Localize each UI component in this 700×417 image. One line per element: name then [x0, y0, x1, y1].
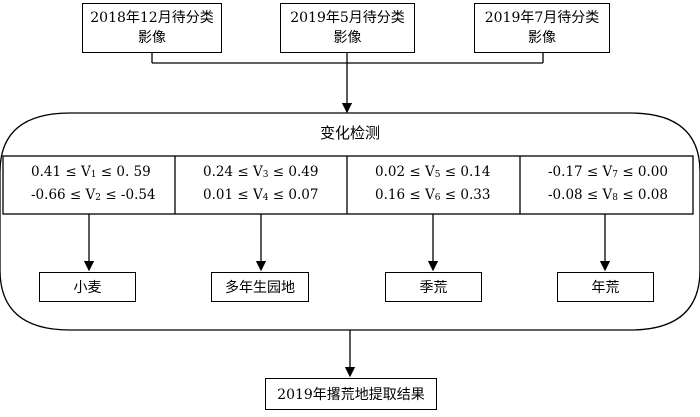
- threshold-row: -0.66 ≤ V2 ≤ -0.54: [31, 187, 156, 203]
- threshold-cell-4: -0.17 ≤ V7 ≤ 0.00 -0.08 ≤ V8 ≤ 0.08: [520, 156, 693, 214]
- class-box-wheat: 小麦: [39, 272, 136, 302]
- result-box: 2019年撂荒地提取结果: [265, 378, 437, 410]
- input-label-line2: 影像: [138, 30, 166, 46]
- class-box-seasonal-fallow: 季荒: [385, 272, 482, 302]
- threshold-cell-3: 0.02 ≤ V5 ≤ 0.14 0.16 ≤ V6 ≤ 0.33: [347, 156, 520, 214]
- input-label-line1: 2019年7月待分类: [484, 10, 600, 26]
- input-box-2019-05: 2019年5月待分类 影像: [280, 3, 415, 53]
- threshold-row: 0.01 ≤ V4 ≤ 0.07: [203, 187, 319, 203]
- input-label-line2: 影像: [333, 30, 362, 46]
- input-label-line1: 2019年5月待分类: [290, 10, 405, 26]
- threshold-row: 0.02 ≤ V5 ≤ 0.14: [375, 164, 491, 180]
- threshold-row: 0.41 ≤ V1 ≤ 0. 59: [31, 164, 151, 180]
- threshold-table: [2, 155, 694, 215]
- threshold-cell-2: 0.24 ≤ V3 ≤ 0.49 0.01 ≤ V4 ≤ 0.07: [175, 156, 347, 214]
- threshold-row: 0.16 ≤ V6 ≤ 0.33: [375, 187, 491, 203]
- process-container: [0, 112, 700, 331]
- input-box-2018-12: 2018年12月待分类 影像: [82, 3, 222, 53]
- threshold-row: 0.24 ≤ V3 ≤ 0.49: [203, 164, 319, 180]
- threshold-row: -0.08 ≤ V8 ≤ 0.08: [548, 187, 668, 203]
- class-box-annual-fallow: 年荒: [557, 272, 654, 302]
- class-box-perennial-garden: 多年生园地: [211, 272, 309, 302]
- input-label-line2: 影像: [528, 30, 556, 46]
- input-box-2019-07: 2019年7月待分类 影像: [474, 3, 610, 53]
- input-label-line1: 2018年12月待分类: [90, 10, 214, 26]
- threshold-cell-1: 0.41 ≤ V1 ≤ 0. 59 -0.66 ≤ V2 ≤ -0.54: [3, 156, 175, 214]
- process-title: 变化检测: [319, 124, 380, 142]
- threshold-row: -0.17 ≤ V7 ≤ 0.00: [548, 164, 668, 180]
